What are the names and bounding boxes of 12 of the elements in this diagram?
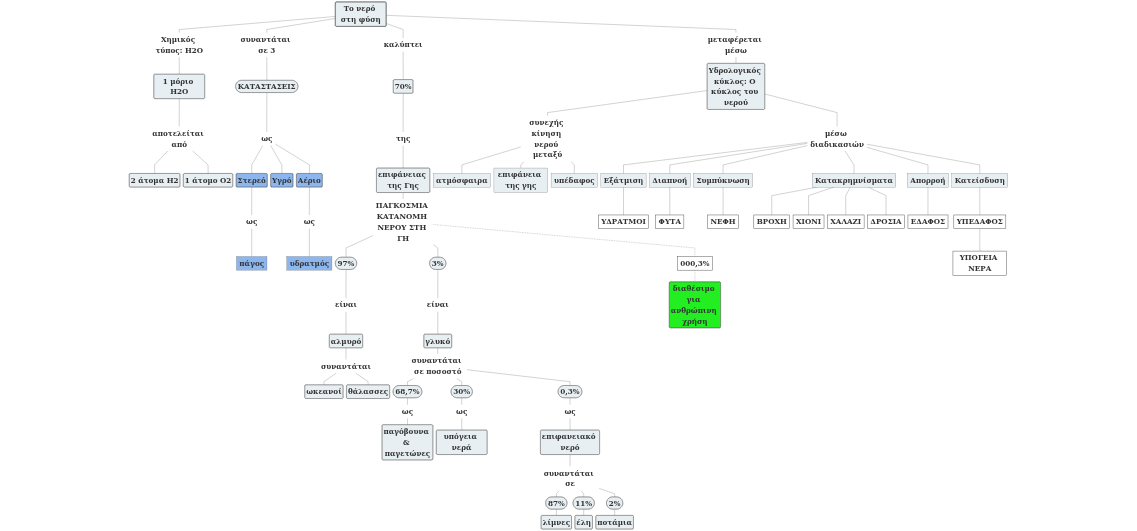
connector — [275, 143, 310, 174]
connector — [251, 145, 263, 174]
connector — [386, 23, 404, 39]
connector — [407, 418, 408, 425]
connector — [154, 150, 168, 174]
connector — [192, 150, 209, 174]
connector — [266, 92, 267, 133]
connector — [270, 145, 283, 174]
connector — [266, 18, 336, 33]
connector — [437, 269, 438, 299]
connector — [179, 16, 336, 33]
connector — [386, 15, 737, 33]
